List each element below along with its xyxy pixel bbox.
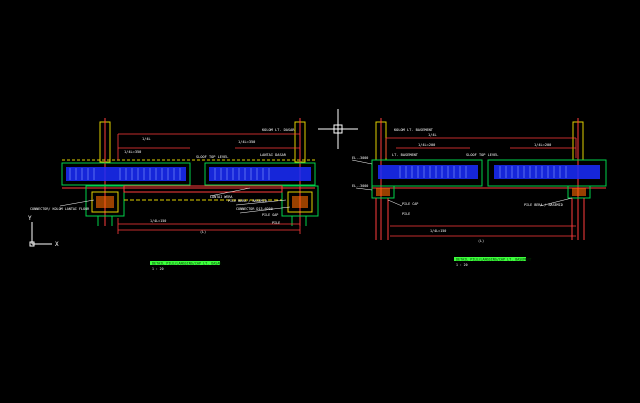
- right-scale: 1 : 20: [456, 263, 468, 267]
- right-note-4: 1/4L=200: [534, 143, 551, 147]
- right-note-5: LT. BASEMENT: [392, 153, 419, 157]
- left-note-14: (L): [200, 230, 206, 234]
- right-slab-hatch: [399, 166, 567, 178]
- left-leaders: [59, 187, 291, 214]
- left-note-10: CONNECTOR D13-@200: [236, 207, 273, 211]
- right-note-9: PILE CAP: [402, 202, 418, 206]
- ucs-y-label: Y: [28, 215, 32, 222]
- right-slab: [371, 159, 607, 189]
- right-note-13: (L): [478, 239, 484, 243]
- ucs-x-label: X: [55, 241, 59, 248]
- left-pile-cap-b: [281, 185, 319, 217]
- left-title: DETAIL PILE/LANGSING/CAP LT. DASAR: [152, 261, 222, 265]
- left-pile-cap-a: [85, 185, 125, 217]
- left-note-8: LANTAI WERA: [210, 195, 232, 199]
- left-sloof: [123, 185, 283, 201]
- right-note-10: PILE: [402, 212, 410, 216]
- left-note-12: PILE: [272, 221, 280, 225]
- left-note-11: PILE GAP: [262, 213, 278, 217]
- left-title-bar: [150, 261, 220, 265]
- right-pile-cap-a: [371, 185, 395, 199]
- right-dimensions: [385, 137, 577, 237]
- left-note-1: 1/4L: [142, 137, 151, 141]
- right-note-12: 1/4L=150: [430, 229, 446, 233]
- right-pile-cap-b: [567, 185, 591, 199]
- right-detail: KOLOM LT. BASEMENT 1/4L 1/4L=200 1/4L=20…: [351, 118, 607, 267]
- left-note-7: CONNECTOR/ KOLOM LANTAI FLOOR: [30, 207, 90, 211]
- right-note-6: SLOOF TOP LEVEL: [466, 153, 498, 157]
- left-note-3: KOLOM LT. DASAR: [262, 128, 295, 132]
- left-slab-hatch: [69, 168, 270, 180]
- left-dimensions: [117, 133, 301, 234]
- left-note-5: SLOOF TOP LEVEL: [196, 155, 228, 159]
- left-note-13: 1/4L=150: [150, 219, 166, 223]
- crosshair-cursor: [318, 109, 358, 149]
- left-detail: 1/4L 1/4L=350 KOLOM LT. DASAR 1/4L=350 S…: [30, 118, 319, 271]
- left-note-2: 1/4L=350: [124, 150, 141, 154]
- right-note-11: PILE BERA / BASEMID: [524, 203, 563, 207]
- right-leaders: [351, 159, 573, 207]
- left-note-9: PILE BERA / BASEMID: [228, 199, 267, 203]
- right-note-7: EL.-3000: [352, 156, 368, 160]
- right-piles: [375, 198, 585, 240]
- right-title: DETAIL PILE/LANGSING/CAP LT. BASEMENT: [456, 257, 532, 261]
- right-note-3: 1/4L=200: [418, 143, 435, 147]
- right-note-8: EL.-3000: [352, 184, 368, 188]
- right-title-bar: [454, 257, 526, 261]
- left-note-4: 1/4L=350: [238, 140, 255, 144]
- right-note-2: 1/4L: [428, 133, 437, 137]
- left-note-6: LANTAI DASAR: [260, 153, 287, 157]
- left-scale: 1 : 20: [152, 267, 164, 271]
- left-slab: [61, 159, 316, 189]
- ucs-icon: Y X: [28, 215, 59, 248]
- right-note-1: KOLOM LT. BASEMENT: [394, 128, 434, 132]
